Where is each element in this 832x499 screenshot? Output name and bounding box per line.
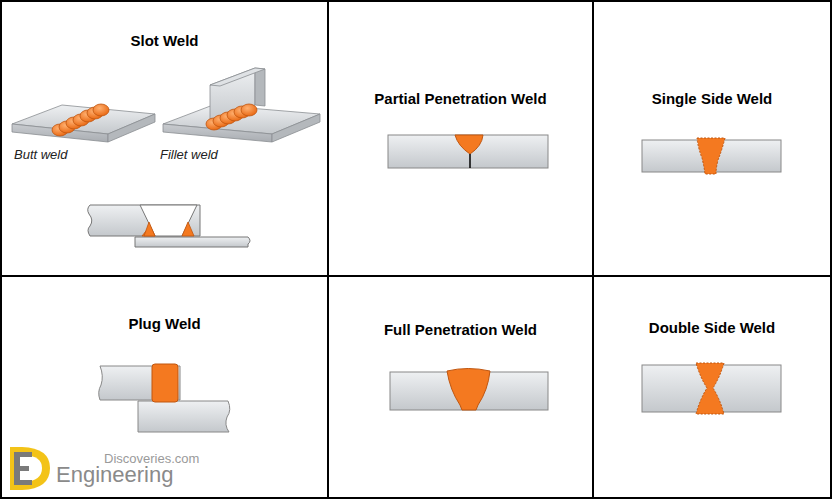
full-penetration-figure — [390, 369, 548, 411]
weld-type-title: Slot Weld — [2, 32, 327, 49]
single-side-cell: Single Side Weld — [592, 0, 832, 277]
figure-caption: Fillet weld — [160, 147, 218, 162]
slot-weld-cell: Slot Weld — [0, 0, 329, 277]
single-side-figure — [642, 138, 781, 174]
double-side-cell: Double Side Weld — [592, 275, 832, 499]
partial-penetration-figure — [388, 135, 548, 168]
plug-weld-figure — [99, 364, 230, 432]
butt-weld-figure — [12, 104, 155, 142]
slot-weld-section — [88, 205, 250, 247]
logo-mark — [10, 447, 50, 490]
weld-type-title: Plug Weld — [2, 315, 327, 332]
partial-penetration-cell: Partial Penetration Weld — [327, 0, 594, 277]
weld-type-title: Single Side Weld — [594, 90, 830, 107]
figure-caption: Butt weld — [14, 147, 67, 162]
double-side-figure — [642, 363, 781, 414]
watermark: Engineering — [56, 462, 173, 488]
weld-type-title: Full Penetration Weld — [329, 321, 592, 338]
fillet-weld-figure — [163, 68, 320, 142]
weld-type-title: Partial Penetration Weld — [329, 90, 592, 107]
full-penetration-cell: Full Penetration Weld — [327, 275, 594, 499]
weld-type-title: Double Side Weld — [594, 319, 830, 336]
